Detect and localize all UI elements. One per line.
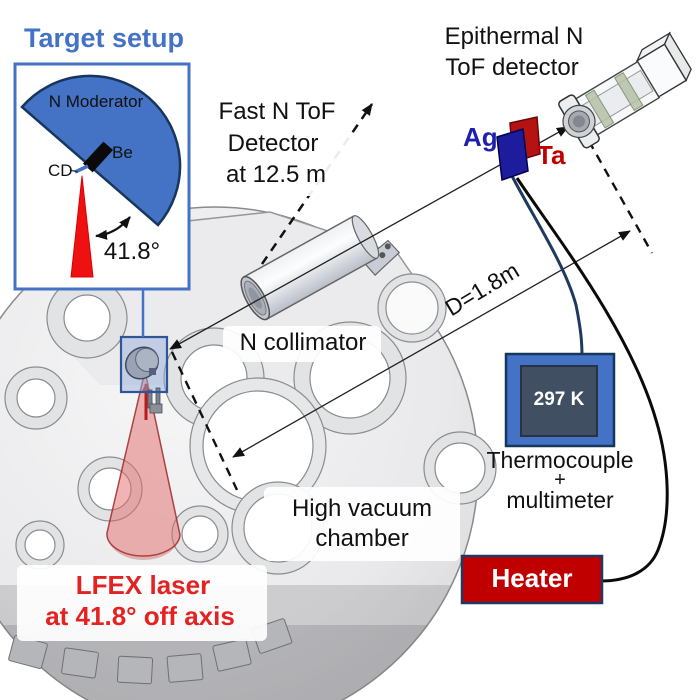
epithermal-detector-3d — [558, 31, 692, 149]
moderator-label: N Moderator — [48, 92, 144, 111]
ag-foil — [496, 128, 529, 182]
fast-detector-label-3: at 12.5 m — [225, 161, 327, 188]
laser-label-2: at 41.8° off axis — [45, 601, 235, 631]
thermocouple-cable — [510, 175, 584, 358]
epithermal-label-1: Epithermal N — [444, 23, 584, 50]
angle-arrow — [95, 216, 131, 240]
angle-label: 41.8° — [103, 238, 161, 265]
chamber-label-2: chamber — [315, 525, 409, 552]
fast-detector-label-1: Fast N ToF — [218, 98, 336, 125]
target-assembly — [124, 346, 163, 414]
cd-pointer-line — [69, 169, 79, 173]
chamber-label-1: High vacuum — [291, 495, 433, 522]
be-label: Be — [112, 143, 133, 162]
temperature-readout: 297 K — [533, 389, 585, 410]
heater-cable — [515, 177, 669, 583]
be-block — [83, 141, 113, 173]
thermocouple-label-3: multimeter — [506, 487, 614, 513]
thermocouple-box — [504, 352, 616, 448]
label-backgrounds — [17, 90, 460, 641]
target-setup-inset — [13, 62, 191, 291]
target-box — [119, 335, 169, 414]
heater-label: Heater — [491, 563, 573, 593]
collimator-label: N collimator — [239, 329, 367, 356]
ag-label: Ag — [463, 122, 498, 152]
cd-label: CD — [48, 161, 73, 180]
thermocouple-label-2: + — [554, 469, 566, 491]
fast-detector-label-2: Detector — [227, 130, 319, 157]
distance-line — [232, 230, 631, 458]
laser-cone — [106, 370, 181, 561]
cd-foil — [74, 164, 89, 174]
ta-label: Ta — [537, 140, 566, 170]
epithermal-label-2: ToF detector — [445, 54, 579, 81]
laser-label-1: LFEX laser — [75, 570, 211, 600]
inset-title: Target setup — [24, 23, 185, 53]
inset-laser-cone — [70, 175, 94, 278]
detector-plane-dashed-line — [579, 126, 654, 254]
heater-box — [460, 554, 604, 605]
chamber-bottom-stubs — [8, 618, 293, 685]
